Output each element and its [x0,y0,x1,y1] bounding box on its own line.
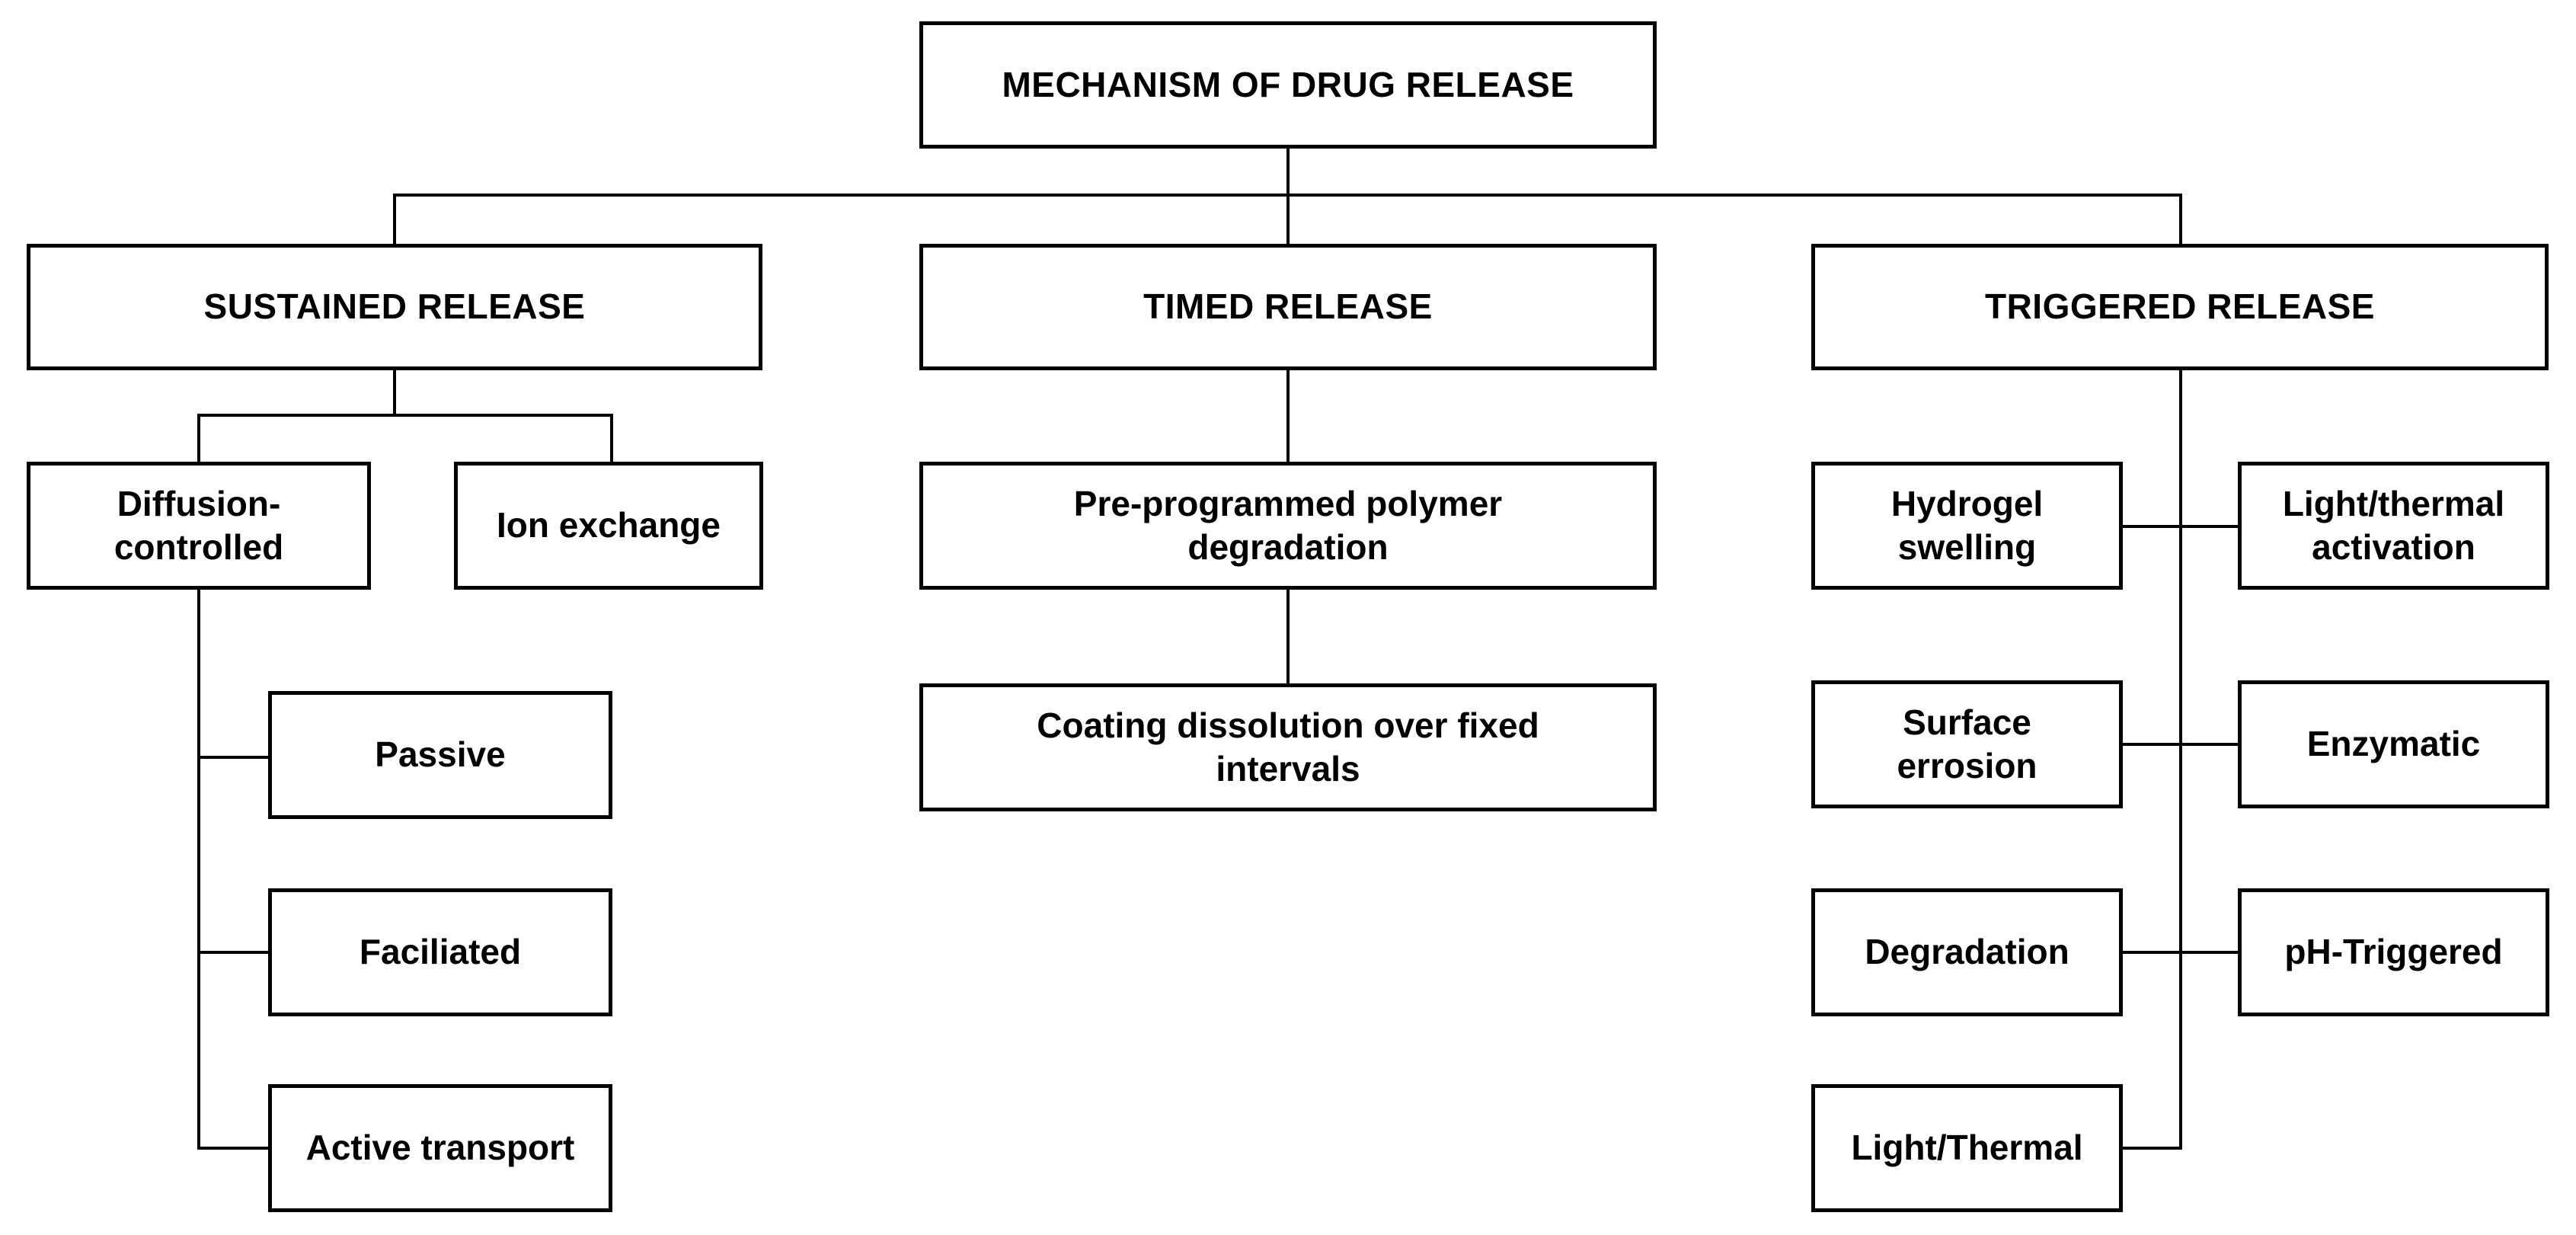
coating-dissolution-node: Coating dissolution over fixed intervals [919,683,1657,811]
light-thermal-node: Light/Thermal [1811,1084,2123,1212]
timed-release-label: TIMED RELEASE [1143,286,1433,327]
diffusion-controlled-label: Diffusion- controlled [113,483,284,568]
passive-label: Passive [375,734,506,775]
light-thermal-activation-node: Light/thermal activation [2238,462,2549,590]
faciliated-label: Faciliated [359,932,522,972]
timed-release-node: TIMED RELEASE [919,244,1657,370]
active-transport-node: Active transport [268,1084,612,1212]
ion-exchange-node: Ion exchange [454,462,763,590]
polymer-degradation-node: Pre-programmed polymer degradation [919,462,1657,590]
light-thermal-activation-label: Light/thermal activation [2282,483,2505,568]
light-thermal-label: Light/Thermal [1851,1128,2083,1168]
enzymatic-node: Enzymatic [2238,680,2549,808]
hydrogel-swelling-label: Hydrogel swelling [1890,483,2044,568]
root-label: MECHANISM OF DRUG RELEASE [1002,64,1574,104]
surface-errosion-node: Surface errosion [1811,680,2123,808]
hydrogel-swelling-node: Hydrogel swelling [1811,462,2123,590]
ph-triggered-node: pH-Triggered [2238,888,2549,1016]
triggered-release-node: TRIGGERED RELEASE [1811,244,2549,370]
ion-exchange-label: Ion exchange [497,505,721,546]
sustained-release-label: SUSTAINED RELEASE [203,286,586,327]
active-transport-label: Active transport [305,1128,575,1168]
degradation-label: Degradation [1865,932,2069,972]
root-node: MECHANISM OF DRUG RELEASE [919,21,1657,149]
coating-dissolution-label: Coating dissolution over fixed intervals [1037,705,1539,789]
passive-node: Passive [268,691,612,819]
triggered-release-label: TRIGGERED RELEASE [1984,286,2375,327]
polymer-degradation-label: Pre-programmed polymer degradation [1073,483,1503,568]
surface-errosion-label: Surface errosion [1897,702,2037,786]
ph-triggered-label: pH-Triggered [2284,932,2503,972]
degradation-node: Degradation [1811,888,2123,1016]
diffusion-controlled-node: Diffusion- controlled [27,462,371,590]
sustained-release-node: SUSTAINED RELEASE [27,244,762,370]
faciliated-node: Faciliated [268,888,612,1016]
enzymatic-label: Enzymatic [2306,724,2481,764]
